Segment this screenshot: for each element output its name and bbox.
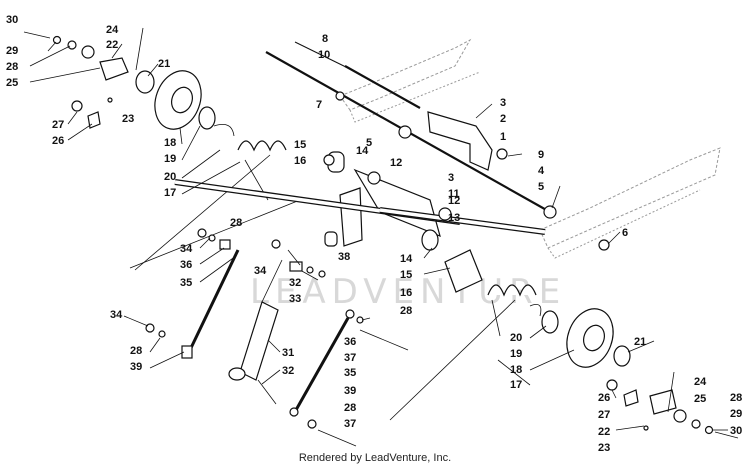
callout-label: 28 [6, 61, 18, 73]
callout-label: 21 [634, 336, 646, 348]
callout-label: 34 [180, 243, 193, 255]
rendered-by-credit: Rendered by LeadVenture, Inc. [298, 452, 452, 464]
lower-right-wheel [541, 308, 739, 439]
callout-label: 37 [344, 418, 356, 430]
callout-label: 28 [130, 345, 142, 357]
callout-label: 39 [130, 361, 142, 373]
callout-label: 26 [598, 392, 610, 404]
callout-label: 32 [289, 277, 301, 289]
callout-label: 32 [282, 365, 294, 377]
callout-label: 23 [598, 442, 610, 454]
callout-label: 36 [180, 259, 192, 271]
lower-right-spring [389, 284, 542, 421]
callout-label: 7 [316, 99, 322, 111]
callout-label: 27 [52, 119, 64, 131]
callout-label: 19 [510, 348, 522, 360]
upper-rods [265, 41, 610, 251]
callout-label: 18 [164, 137, 176, 149]
callout-label: 38 [338, 251, 350, 263]
callout-label: 34 [110, 309, 123, 321]
callout-label: 3 [500, 97, 506, 109]
callout-label: 25 [694, 393, 706, 405]
callout-label: 30 [6, 14, 18, 26]
callout-label: 6 [622, 227, 628, 239]
callout-label: 15 [400, 269, 412, 281]
callout-label: 8 [322, 33, 328, 45]
callout-labels: 30 29 28 25 24 22 21 23 27 26 18 19 20 1… [6, 14, 742, 454]
callout-label: 14 [356, 145, 369, 157]
callout-label: 16 [400, 287, 412, 299]
callout-label: 2 [500, 113, 506, 125]
callout-label: 26 [52, 135, 64, 147]
callout-label: 1 [500, 131, 506, 143]
callout-label: 36 [344, 336, 356, 348]
callout-label: 19 [164, 153, 176, 165]
callout-label: 17 [510, 379, 522, 391]
callout-label: 17 [164, 187, 176, 199]
shock-absorber [228, 259, 319, 405]
linkage-arms [145, 228, 409, 447]
callout-label: 16 [294, 155, 306, 167]
callout-label: 5 [538, 181, 544, 193]
callout-label: 28 [344, 402, 356, 414]
callout-label: 18 [510, 364, 522, 376]
callout-label: 10 [318, 49, 330, 61]
callout-label: 14 [400, 253, 413, 265]
callout-label: 5 [366, 137, 372, 149]
callout-label: 24 [106, 24, 119, 36]
callout-label: 28 [730, 392, 742, 404]
callout-label: 29 [730, 408, 742, 420]
callout-label: 35 [344, 367, 356, 379]
callout-label: 4 [538, 165, 545, 177]
callout-label: 12 [448, 195, 460, 207]
callout-label: 39 [344, 385, 356, 397]
frame-rail-lower [539, 147, 721, 259]
callout-leaders [29, 41, 728, 431]
callout-label: 27 [598, 409, 610, 421]
callout-label: 25 [6, 77, 18, 89]
callout-label: 35 [180, 277, 192, 289]
callout-label: 31 [282, 347, 294, 359]
callout-label: 20 [164, 171, 176, 183]
center-bracket [174, 111, 546, 293]
callout-label: 34 [254, 265, 267, 277]
callout-label: 9 [538, 149, 544, 161]
frame-rail-upper [339, 38, 481, 123]
callout-label: 12 [390, 157, 402, 169]
callout-label: 24 [694, 376, 707, 388]
callout-label: 29 [6, 45, 18, 57]
callout-label: 15 [294, 139, 306, 151]
callout-label: 37 [344, 352, 356, 364]
callout-label: 22 [106, 39, 118, 51]
upper-left-wheel [23, 27, 216, 130]
callout-label: 3 [448, 172, 454, 184]
callout-label: 11 [448, 188, 460, 200]
callout-label: 21 [158, 58, 170, 70]
callout-label: 22 [598, 426, 610, 438]
callout-label: 30 [730, 425, 742, 437]
callout-label: 20 [510, 332, 522, 344]
callout-label: 28 [230, 217, 242, 229]
callout-label: 28 [400, 305, 412, 317]
callout-label: 33 [289, 293, 301, 305]
callout-label: 13 [448, 212, 460, 224]
callout-label: 23 [122, 113, 134, 125]
